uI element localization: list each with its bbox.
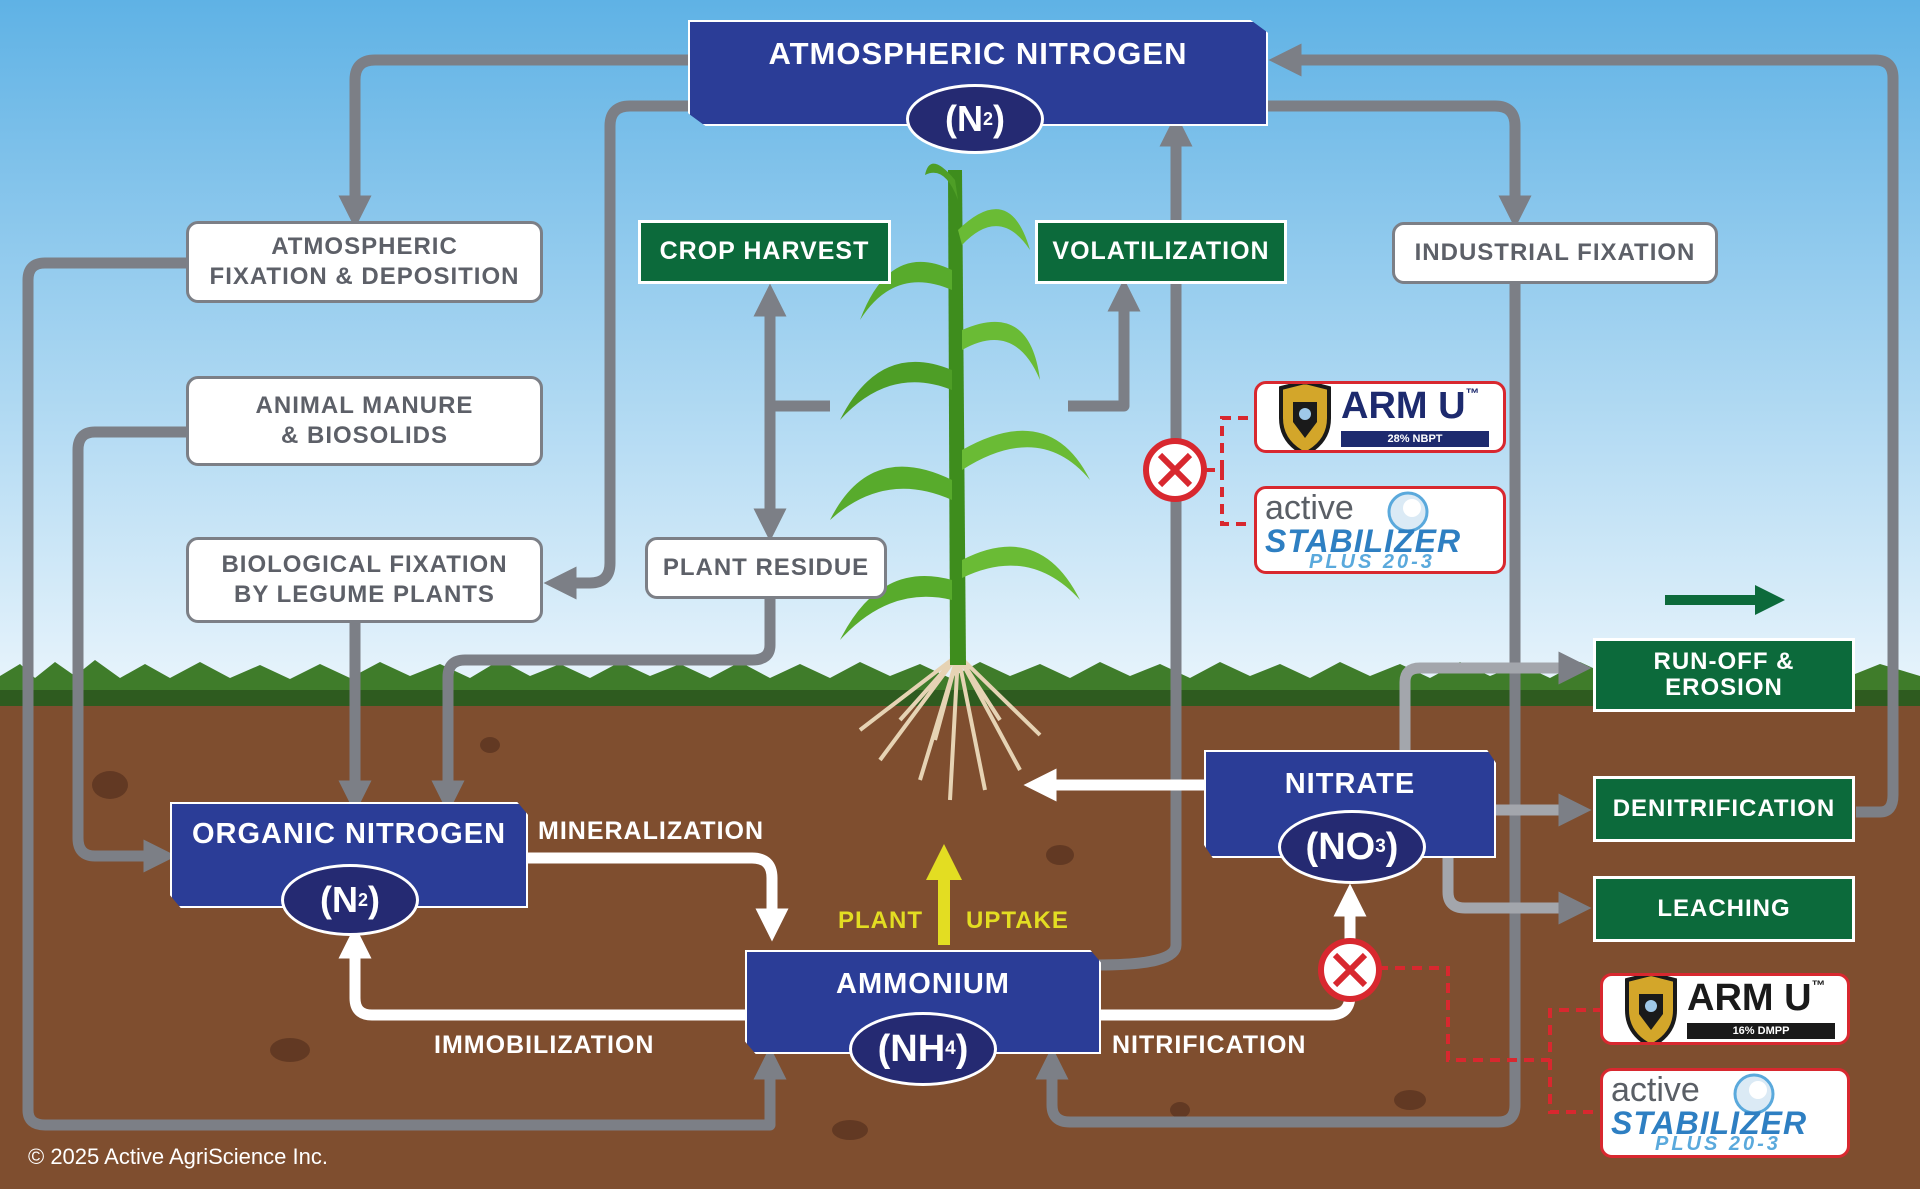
arrow-to-atm-fixation xyxy=(338,54,688,229)
animal-manure-box: ANIMAL MANURE & BIOSOLIDS xyxy=(186,376,543,466)
nitrate-title: NITRATE xyxy=(1284,768,1416,800)
globe-logo-icon xyxy=(1387,491,1429,533)
leaf-7 xyxy=(860,261,952,320)
dash-bottom xyxy=(1378,966,1605,1114)
active-stabilizer-bottom-badge: active STABILIZER PLUS 20-3 xyxy=(1600,1068,1850,1158)
plant-residue-box: PLANT RESIDUE xyxy=(645,537,887,599)
globe-logo-icon-bottom xyxy=(1733,1073,1775,1115)
stab-bottom-line2: STABILIZER xyxy=(1611,1105,1808,1141)
shield-logo-icon xyxy=(1279,384,1331,450)
arrow-immobilization xyxy=(338,925,748,1021)
leaf-2 xyxy=(962,546,1080,600)
active-stabilizer-top-badge: active STABILIZER PLUS 20-3 xyxy=(1254,486,1506,574)
atmospheric-fixation-box: ATMOSPHERIC FIXATION & DEPOSITION xyxy=(186,221,543,303)
arrow-nitrate-to-leaching xyxy=(1442,858,1592,925)
industrial-fixation-box: INDUSTRIAL FIXATION xyxy=(1392,222,1718,284)
block-icon-bottom-x xyxy=(1332,952,1368,988)
leaching-box: LEACHING xyxy=(1593,876,1855,942)
plant-label: PLANT xyxy=(838,907,923,934)
atmospheric-nitrogen-title: ATMOSPHERIC NITROGEN xyxy=(768,36,1188,71)
arm-u-nbpt-badge: ARM U™ 28% NBPT xyxy=(1254,381,1506,453)
stab-bottom-line3: PLUS 20-3 xyxy=(1655,1133,1781,1155)
plant-roots xyxy=(858,653,1042,801)
mineralization-label: MINERALIZATION xyxy=(538,817,765,845)
copyright-text: © 2025 Active AgriScience Inc. xyxy=(28,1144,328,1169)
arm-u-bottom-name: ARM U™ xyxy=(1687,977,1826,1019)
leaf-3 xyxy=(830,466,952,520)
denitrification-box: DENITRIFICATION xyxy=(1593,776,1855,842)
arrow-plant-to-volatilization xyxy=(1068,278,1141,412)
arrow-residue-to-organic xyxy=(431,597,776,814)
dash-top xyxy=(1205,416,1250,526)
stab-top-line1: active xyxy=(1265,489,1354,527)
shield-logo-icon-bottom xyxy=(1625,976,1677,1042)
leaf-top xyxy=(925,163,958,200)
runoff-erosion-box: RUN-OFF & EROSION xyxy=(1593,638,1855,712)
nitrification-label: NITRIFICATION xyxy=(1112,1031,1307,1059)
arm-u-top-name: ARM U™ xyxy=(1341,385,1480,427)
arm-u-top-sub: 28% NBPT xyxy=(1341,431,1489,447)
gray-flow-arrows xyxy=(22,43,1899,1131)
stab-top-line3: PLUS 20-3 xyxy=(1309,551,1435,573)
leaf-6 xyxy=(962,321,1040,380)
arrow-industrial xyxy=(1268,100,1532,229)
leaf-4 xyxy=(962,430,1090,480)
crop-harvest-box: CROP HARVEST xyxy=(638,220,891,284)
leaf-8 xyxy=(958,209,1030,250)
arm-u-dmpp-badge: ARM U™ 16% DMPP xyxy=(1600,973,1850,1045)
corn-plant xyxy=(830,163,1090,801)
organic-nitrogen-title: ORGANIC NITROGEN xyxy=(191,818,507,850)
arrow-denit-to-atm xyxy=(1268,43,1899,818)
block-icon-top-x xyxy=(1157,452,1193,488)
stab-bottom-line1: active xyxy=(1611,1071,1700,1109)
leaf-5 xyxy=(840,361,952,420)
volatilization-box: VOLATILIZATION xyxy=(1035,220,1287,284)
arrow-atm-left-loop xyxy=(22,257,787,1131)
plant-stalk xyxy=(948,170,966,665)
arrow-ammonium-to-atm xyxy=(1098,113,1193,971)
inhibitor-markers xyxy=(1143,416,1605,1114)
arrow-industrial-to-ammonium xyxy=(1035,282,1521,1128)
uptake-label: UPTAKE xyxy=(966,907,1069,934)
arrow-manure-to-organic xyxy=(72,426,186,873)
ammonium-title: AMMONIUM xyxy=(836,968,1010,1000)
leaf-1 xyxy=(840,576,952,640)
immobilization-label: IMMOBILIZATION xyxy=(434,1031,655,1059)
stab-top-line2: STABILIZER xyxy=(1265,523,1462,559)
grass-base xyxy=(0,690,1920,706)
arrow-mineralization xyxy=(525,852,789,942)
biological-fixation-box: BIOLOGICAL FIXATION BY LEGUME PLANTS xyxy=(186,537,543,623)
arrow-nitrate-to-runoff xyxy=(1399,651,1592,750)
arrow-to-biological xyxy=(543,100,688,600)
arm-u-bottom-sub: 16% DMPP xyxy=(1687,1023,1835,1039)
